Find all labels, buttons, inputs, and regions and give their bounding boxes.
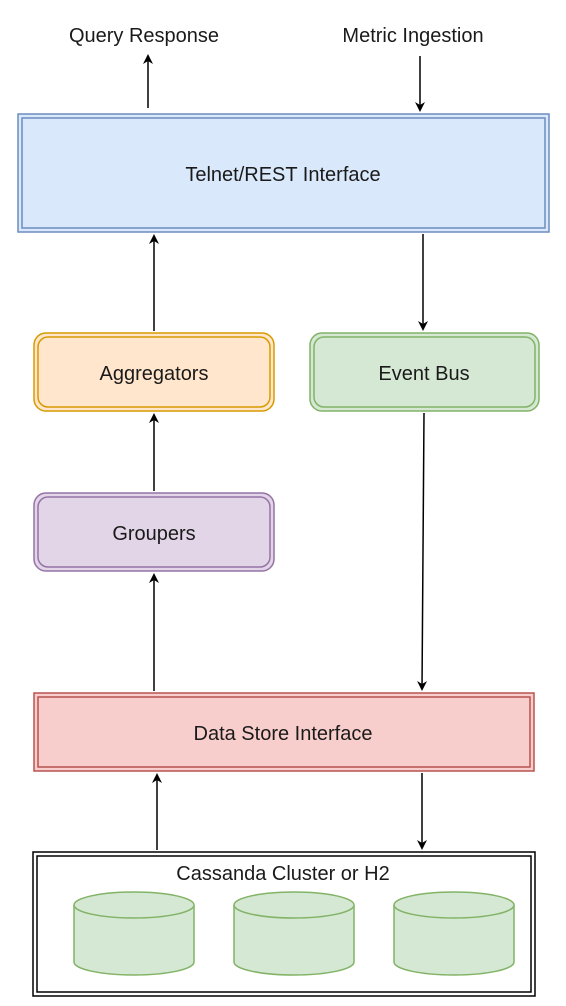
arrow-event-bus-to-data-store [417,412,428,691]
telnet-rest-interface-label: Telnet/REST Interface [185,164,380,186]
groupers-label: Groupers [112,523,195,545]
event-bus-node: Event Bus [309,332,540,412]
aggregators-label: Aggregators [100,363,209,385]
database-icon [73,891,195,976]
query-response-label: Query Response [69,25,219,47]
database-icon [393,891,515,976]
event-bus-label: Event Bus [378,363,469,385]
groupers-node: Groupers [33,492,275,572]
metric-ingestion-label: Metric Ingestion [342,25,483,47]
storage-cluster-label: Cassanda Cluster or H2 [176,863,389,885]
telnet-rest-interface-node: Telnet/REST Interface [17,113,550,233]
data-store-interface-node: Data Store Interface [33,692,535,772]
data-store-interface-label: Data Store Interface [194,723,373,745]
aggregators-node: Aggregators [33,332,275,412]
database-icon [233,891,355,976]
